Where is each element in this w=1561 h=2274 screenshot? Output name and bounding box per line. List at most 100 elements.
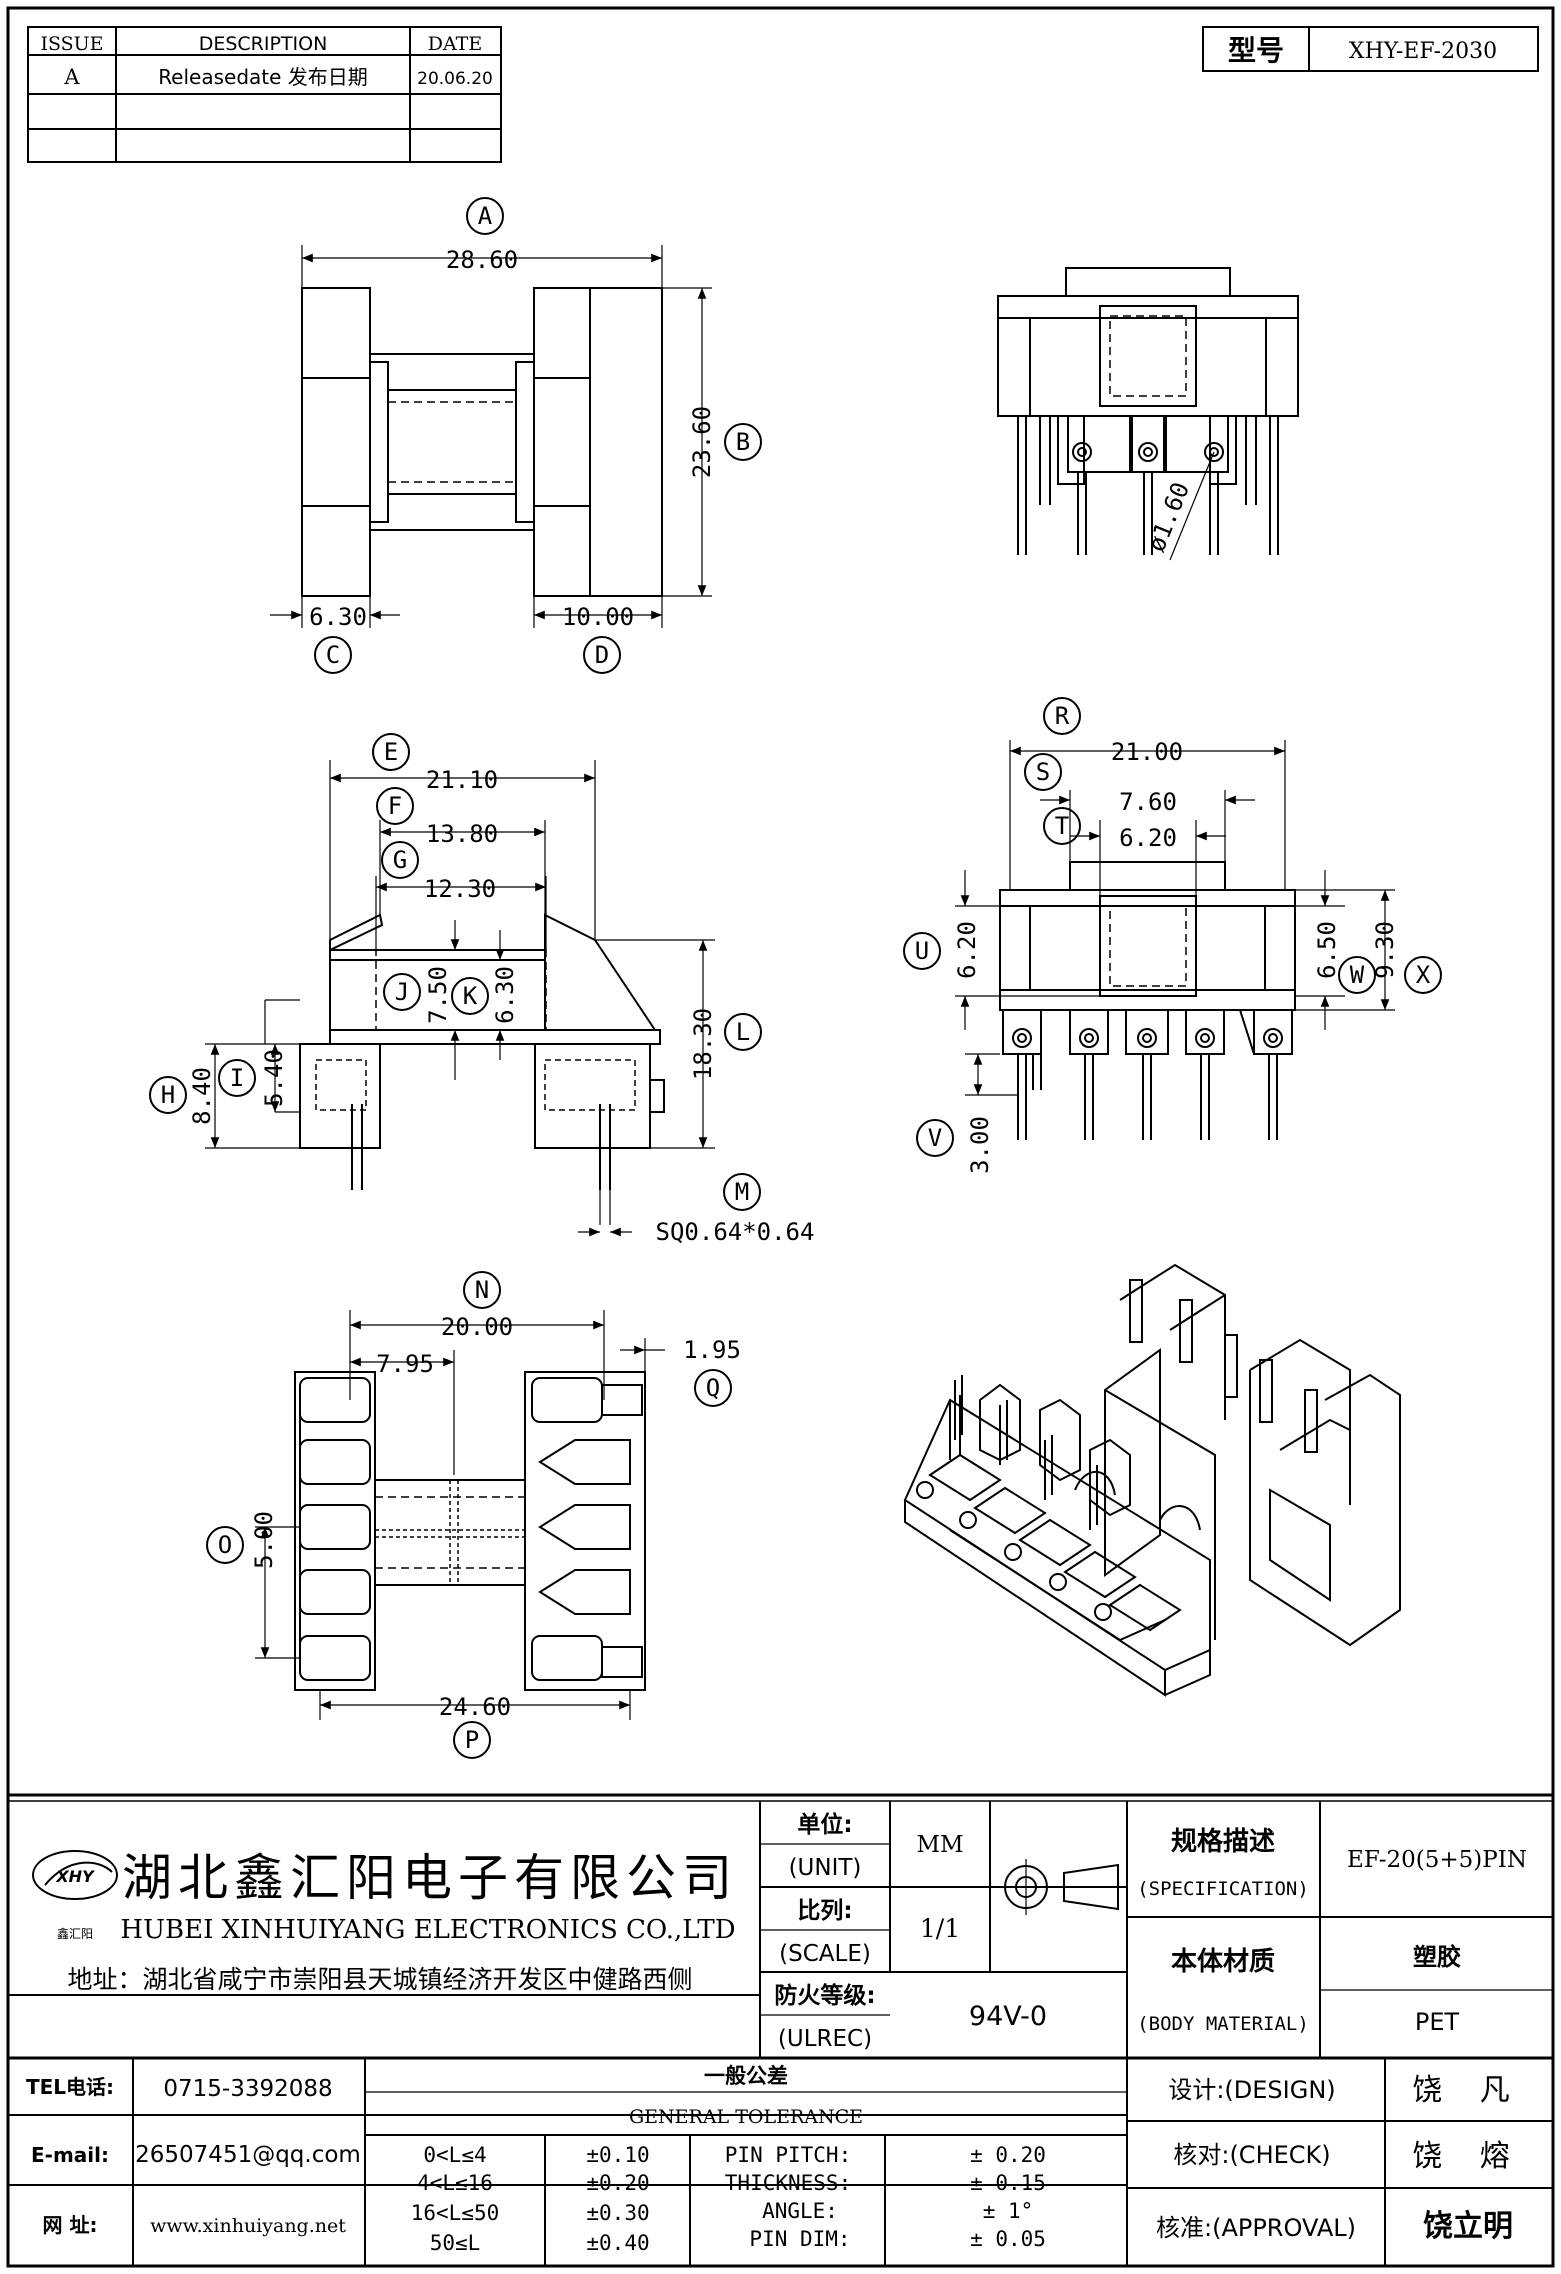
dim-D: 10.00 [562, 603, 634, 631]
company-address: 地址：湖北省咸宁市崇阳县天城镇经济开发区中健路西侧 [67, 1965, 692, 1994]
sheet-border [6, 6, 1555, 2268]
rev-header-description: DESCRIPTION [199, 33, 328, 55]
tol-range-3: 16<L≤50 [411, 2201, 500, 2225]
logo-sub: 鑫汇阳 [57, 1926, 93, 1941]
callout-V [916, 1119, 954, 1157]
dim-S: 7.60 [1119, 788, 1177, 816]
ulrec-value: 94V-0 [969, 2001, 1047, 2032]
isometric-view [903, 1263, 1401, 1697]
dim-K: 6.30 [491, 966, 519, 1024]
unit-label-en: (UNIT) [789, 1855, 862, 1881]
approval-label: 核准:(APPROVAL) [1156, 2214, 1356, 2242]
callout-X-letter: X [1416, 961, 1431, 989]
ulrec-label-cn: 防火等级: [774, 1982, 875, 2009]
rev-date: 20.06.20 [417, 69, 493, 89]
model-label: 型号 [1228, 34, 1284, 67]
callout-T [1043, 807, 1081, 845]
tol-range-1: 0<L≤4 [423, 2143, 486, 2167]
tel-label: TEL电话: [26, 2075, 114, 2099]
model-value: XHY-EF-2030 [1349, 39, 1497, 64]
tol-item-value-1: ± 0.20 [970, 2143, 1046, 2167]
revision-table [27, 26, 502, 163]
tol-item-3: ANGLE: [762, 2199, 838, 2223]
tol-range-4: 50≤L [430, 2231, 481, 2255]
callout-U-letter: U [915, 937, 929, 965]
email-label: E-mail: [31, 2143, 109, 2167]
material-value-cn: 塑胶 [1413, 1943, 1461, 1971]
callout-H-letter: H [161, 1081, 175, 1109]
rev-issue: A [63, 65, 80, 89]
dim-F: 13.80 [426, 820, 498, 848]
tol-value-3: ±0.30 [586, 2201, 649, 2225]
dim-A: 28.60 [446, 246, 518, 274]
callout-B [724, 423, 762, 461]
tol-item-1: PIN PITCH: [725, 2143, 851, 2167]
spec-value: EF-20(5+5)PIN [1347, 1847, 1527, 1873]
callout-J-letter: J [395, 978, 409, 1006]
tol-item-value-2: ± 0.15 [970, 2171, 1046, 2195]
callout-L-letter: L [736, 1018, 750, 1046]
callout-P-letter: P [465, 1726, 479, 1754]
rev-description: Releasedate 发布日期 [158, 65, 368, 89]
callout-D [583, 636, 621, 674]
tol-item-value-4: ± 0.05 [970, 2227, 1046, 2251]
approval-name: 饶立明 [1423, 2209, 1513, 2244]
callout-A-letter: A [478, 202, 493, 230]
dim-M: SQ0.64*0.64 [656, 1218, 815, 1246]
check-label: 核对:(CHECK) [1173, 2141, 1330, 2169]
callout-S [1024, 753, 1062, 791]
callout-O [206, 1526, 244, 1564]
callout-D-letter: D [595, 641, 609, 669]
callout-G [381, 841, 419, 879]
scale-label-en: (SCALE) [779, 1941, 871, 1967]
tol-range-2: 4<L≤16 [417, 2171, 493, 2195]
callout-S-letter: S [1036, 758, 1050, 786]
material-label-en: (BODY MATERIAL) [1137, 2013, 1309, 2035]
callout-Q [694, 1369, 732, 1407]
callout-C [314, 636, 352, 674]
tolerance-title-en: GENERAL TOLERANCE [629, 2106, 863, 2128]
bottom-view [206, 1271, 732, 1759]
front-view [270, 197, 762, 674]
callout-E-letter: E [384, 738, 398, 766]
dim-G: 12.30 [424, 875, 496, 903]
callout-M-letter: M [735, 1178, 749, 1206]
callout-V-letter: V [928, 1124, 942, 1152]
tol-value-2: ±0.20 [586, 2171, 649, 2195]
dim-E: 21.10 [426, 766, 498, 794]
callout-G-letter: G [393, 846, 407, 874]
callout-A [466, 197, 504, 235]
callout-Q-letter: Q [706, 1374, 720, 1402]
end-view-top [997, 267, 1299, 561]
dim-Q: 1.95 [683, 1336, 741, 1364]
rev-header-date: DATE [428, 33, 482, 55]
tol-item-4: PIN DIM: [749, 2227, 850, 2251]
dim-W: 6.50 [1313, 921, 1341, 979]
callout-C-letter: C [326, 641, 340, 669]
dim-T: 6.20 [1119, 824, 1177, 852]
dim-P: 24.60 [439, 1693, 511, 1721]
tol-item-value-3: ± 1° [983, 2199, 1034, 2223]
end-view-bottom [903, 697, 1442, 1157]
web-label: 网 址: [43, 2213, 98, 2237]
callout-I-letter: I [230, 1064, 244, 1092]
dim-R: 21.00 [1111, 738, 1183, 766]
dim-B: 23.60 [688, 406, 716, 478]
dim-X: 9.30 [1371, 921, 1399, 979]
dim-V: 3.00 [966, 1116, 994, 1174]
callout-B-letter: B [736, 428, 750, 456]
callout-O-letter: O [218, 1531, 232, 1559]
callout-R [1043, 697, 1081, 735]
callout-M [723, 1173, 761, 1211]
scale-value: 1/1 [920, 1914, 960, 1943]
callout-P [453, 1721, 491, 1759]
ulrec-label-en: (ULREC) [778, 2026, 872, 2052]
callout-K [451, 977, 489, 1015]
dim-I: 5.40 [260, 1049, 288, 1107]
design-name: 饶 凡 [1412, 2073, 1524, 2108]
tol-item-2: THICKNESS: [725, 2171, 851, 2195]
dim-U: 6.20 [953, 921, 981, 979]
tel-value: 0715-3392088 [163, 2076, 332, 2102]
dim-J: 7.50 [424, 966, 452, 1024]
